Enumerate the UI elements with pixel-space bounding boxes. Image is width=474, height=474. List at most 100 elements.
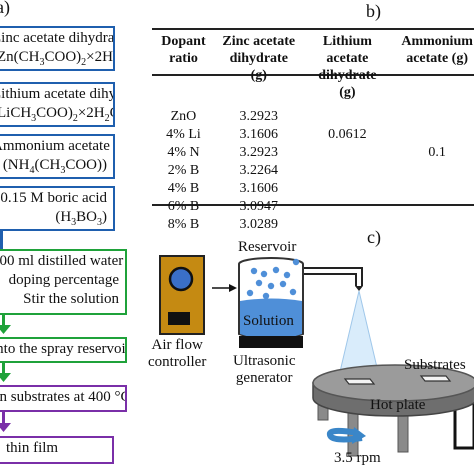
ultrasonic-label-line: Ultrasonic bbox=[233, 353, 296, 369]
substrate-step-box: on substrates at 400 °C bbox=[0, 385, 127, 412]
table-cell: 4% Li bbox=[166, 127, 201, 142]
connector-line bbox=[2, 315, 5, 331]
ultrasonic-generator bbox=[239, 336, 303, 348]
panel-label-b: b) bbox=[366, 1, 381, 21]
table-cell: 4% N bbox=[167, 145, 200, 160]
ultrasonic-label-line: generator bbox=[235, 370, 293, 386]
substrates-label: Substrates bbox=[404, 357, 466, 373]
panel-label-a: a) bbox=[0, 0, 10, 17]
mix-line-1: 100 ml distilled water bbox=[0, 253, 124, 269]
table-cell: 3.2923 bbox=[239, 145, 279, 160]
precursor-name: Ammonium acetate bbox=[0, 138, 110, 154]
down-arrow-icon bbox=[0, 423, 11, 432]
reservoir-label: Reservoir bbox=[238, 239, 297, 255]
precursor-box-lithium: Lithium acetate dihydrate (LiCH3COO)2×2H… bbox=[0, 82, 115, 127]
table-cell: 3.2264 bbox=[239, 163, 279, 178]
table-cell: 3.0947 bbox=[239, 199, 279, 214]
rotation-arrow bbox=[326, 427, 363, 443]
table-row: 6% B 3.0947 bbox=[152, 198, 474, 216]
table-cell: 8% B bbox=[167, 217, 200, 232]
solution-fill bbox=[240, 298, 302, 340]
reservoir-step-box: into the spray reservoir bbox=[0, 337, 127, 363]
hot-plate-top bbox=[312, 364, 474, 402]
table-cell: 4% B bbox=[167, 181, 200, 196]
table-row: 8% B 3.0289 bbox=[152, 216, 474, 234]
table-row: 2% B 3.2264 bbox=[152, 162, 474, 180]
mix-line-3: Stir the solution bbox=[23, 291, 119, 307]
hot-plate-label: Hot plate bbox=[370, 397, 426, 413]
precursor-name: Lithium acetate dihydrate bbox=[0, 86, 115, 102]
mix-box: 100 ml distilled water doping percentage… bbox=[0, 249, 127, 315]
table-cell: 3.0289 bbox=[239, 217, 279, 232]
mix-line-2: doping percentage bbox=[8, 272, 119, 288]
bubble bbox=[246, 289, 254, 297]
air-flow-label-line: Air flow bbox=[151, 337, 203, 353]
arrow-head-icon bbox=[229, 284, 237, 292]
precursor-formula: (Zn(CH3COO)2×2H2O) bbox=[0, 49, 113, 68]
panel-label-c: c) bbox=[367, 227, 381, 247]
substrate-piece bbox=[343, 378, 376, 385]
precursor-formula: (H3BO3) bbox=[55, 209, 107, 228]
spray-cone bbox=[338, 290, 380, 377]
table-top-rule bbox=[152, 28, 474, 30]
down-arrow-icon bbox=[0, 325, 11, 334]
table-row: 4% N 3.2923 0.1 bbox=[152, 144, 474, 162]
down-arrow-icon bbox=[0, 373, 11, 382]
hot-plate-leg bbox=[397, 411, 409, 453]
table-bottom-rule bbox=[152, 204, 474, 206]
film-text: thin film bbox=[6, 440, 59, 456]
reservoir-step-text: into the spray reservoir bbox=[0, 341, 127, 357]
precursor-box-boric: 0.15 M boric acid (H3BO3) bbox=[0, 186, 115, 231]
table-cell: ZnO bbox=[170, 109, 197, 124]
connector-line bbox=[0, 231, 3, 249]
bubble bbox=[260, 270, 268, 278]
table-row: ZnO 3.2923 bbox=[152, 105, 474, 126]
precursor-name: Zinc acetate dihydrate bbox=[0, 30, 115, 46]
rpm-label: 3.5 rpm bbox=[334, 450, 381, 466]
bubble bbox=[250, 267, 258, 275]
precursor-formula: (NH4(CH3COO)) bbox=[2, 157, 107, 176]
bubble bbox=[289, 288, 297, 296]
spray-nozzle bbox=[355, 286, 363, 291]
precursor-formula: (LiCH3COO)2×2H2O) bbox=[0, 105, 113, 124]
controller-display bbox=[168, 312, 190, 325]
substrate-piece bbox=[419, 375, 452, 382]
connector-line bbox=[2, 412, 5, 426]
table-cell: 0.1 bbox=[428, 145, 446, 160]
bubble bbox=[283, 271, 291, 279]
bubble bbox=[272, 266, 280, 274]
air-flow-label-line: controller bbox=[148, 354, 207, 370]
bubble bbox=[262, 292, 270, 300]
rotation-arrow-head-icon bbox=[352, 427, 366, 444]
table-cell: 3.2923 bbox=[239, 109, 279, 124]
table-cell: 2% B bbox=[167, 163, 200, 178]
connector-line bbox=[2, 363, 5, 379]
precursor-box-ammonium: Ammonium acetate (NH4(CH3COO)) bbox=[0, 134, 115, 179]
solution-label: Solution bbox=[243, 313, 294, 329]
bubble bbox=[292, 258, 300, 266]
precursor-box-zinc: Zinc acetate dihydrate (Zn(CH3COO)2×2H2O… bbox=[0, 26, 115, 71]
table-cell: 0.0612 bbox=[328, 127, 367, 142]
table-cell: 3.1606 bbox=[239, 127, 279, 142]
table-header-rule bbox=[152, 74, 474, 76]
substrate-step-text: on substrates at 400 °C bbox=[0, 389, 127, 405]
precursor-name: 0.15 M boric acid bbox=[0, 190, 107, 206]
bubble bbox=[279, 280, 287, 288]
table-row: 4% B 3.1606 bbox=[152, 180, 474, 198]
table-cell: 3.1606 bbox=[239, 181, 279, 196]
controller-gauge-icon bbox=[168, 266, 194, 292]
bubble bbox=[267, 282, 275, 290]
air-flow-label: Air flow controller bbox=[148, 337, 206, 371]
spray-tube-inner bbox=[292, 269, 361, 286]
bubble bbox=[255, 279, 263, 287]
ultrasonic-label: Ultrasonic generator bbox=[233, 353, 295, 387]
film-box: thin film bbox=[0, 436, 114, 464]
table-cell: 6% B bbox=[167, 199, 200, 214]
